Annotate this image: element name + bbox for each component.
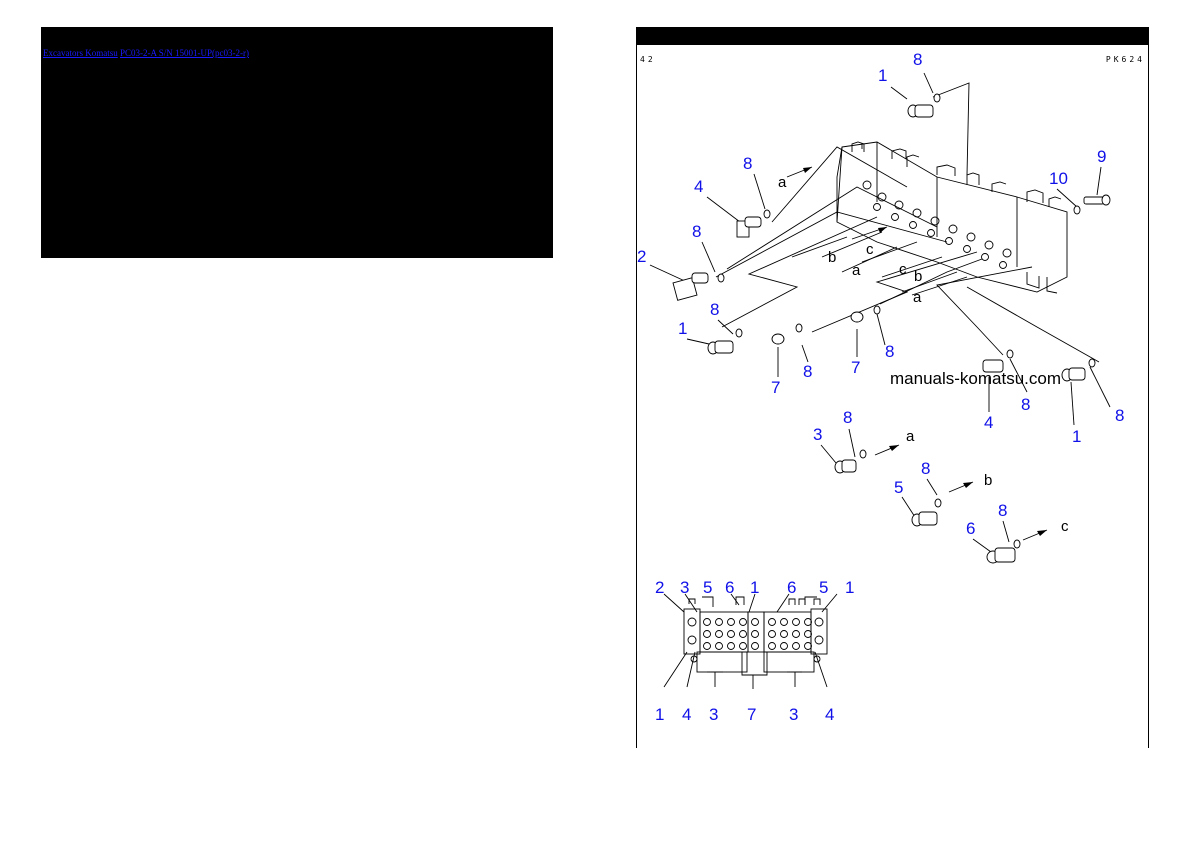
svg-text:a: a <box>852 262 861 279</box>
callout-7: 7 <box>851 358 860 377</box>
callout-8-top: 8 <box>913 50 922 69</box>
callout-6: 6 <box>966 519 975 538</box>
breadcrumb-link-category[interactable]: Excavators Komatsu <box>43 48 118 58</box>
svg-text:2: 2 <box>655 578 664 597</box>
svg-text:b: b <box>828 249 836 266</box>
fitting-1-icon <box>1061 367 1086 382</box>
svg-text:3: 3 <box>680 578 689 597</box>
callout-8: 8 <box>1115 406 1124 425</box>
callout-9: 9 <box>1097 147 1106 166</box>
fitting-1-icon <box>707 340 734 355</box>
svg-text:b: b <box>984 472 992 489</box>
callout-8: 8 <box>921 459 930 478</box>
oring-8-icon <box>1013 539 1021 549</box>
fitting-5-icon <box>911 511 938 527</box>
callout-1-top: 1 <box>878 66 887 85</box>
svg-text:a: a <box>913 289 922 306</box>
oring-8-icon <box>873 305 881 315</box>
svg-text:1: 1 <box>845 578 854 597</box>
svg-text:7: 7 <box>747 705 756 724</box>
oring-8-icon <box>859 449 867 459</box>
parts-diagram-frame: 42 PK624 <box>636 27 1149 748</box>
elbow-4-icon <box>736 216 762 238</box>
oring-8-icon <box>763 209 771 219</box>
breadcrumb: Excavators Komatsu PC03-2-A S/N 15001-UP… <box>43 48 249 58</box>
washer-10-icon <box>1073 205 1081 215</box>
fitting-3-icon <box>834 459 857 474</box>
callout-2: 2 <box>637 247 646 266</box>
header-panel: Excavators Komatsu PC03-2-A S/N 15001-UP… <box>41 27 553 258</box>
elbow-4-icon <box>982 359 1004 373</box>
svg-text:1: 1 <box>750 578 759 597</box>
svg-text:b: b <box>914 268 922 285</box>
oring-8-icon <box>717 273 725 283</box>
oring-8-icon <box>735 328 743 338</box>
callout-4: 4 <box>694 177 703 196</box>
plug-7-icon <box>771 333 785 345</box>
callout-8: 8 <box>843 408 852 427</box>
callout-3: 3 <box>813 425 822 444</box>
exploded-parts-drawing: 1 8 9 10 8 4 8 2 8 1 7 8 7 8 8 4 8 1 8 3… <box>637 50 1124 724</box>
svg-text:a: a <box>778 174 787 191</box>
svg-text:c: c <box>866 241 874 258</box>
svg-text:3: 3 <box>789 705 798 724</box>
callout-labels: 1 8 9 10 8 4 8 2 8 1 7 8 7 8 8 4 8 1 8 3… <box>637 50 1124 724</box>
fitting-1-top-icon <box>907 104 934 118</box>
callout-8: 8 <box>998 501 1007 520</box>
callout-8: 8 <box>743 154 752 173</box>
callout-10: 10 <box>1049 169 1068 188</box>
watermark: manuals-komatsu.com <box>890 369 1061 388</box>
valve-top-view-inset-icon <box>663 593 838 689</box>
figure-code: PK624 <box>1105 55 1145 64</box>
elbow-2-icon <box>672 272 709 301</box>
diagram-title-bar <box>637 27 1148 45</box>
svg-text:1: 1 <box>655 705 664 724</box>
oring-8-icon <box>934 498 942 508</box>
callout-1: 1 <box>678 319 687 338</box>
callout-8: 8 <box>710 300 719 319</box>
svg-text:a: a <box>906 428 915 445</box>
svg-text:4: 4 <box>825 705 834 724</box>
callout-7: 7 <box>771 378 780 397</box>
svg-text:6: 6 <box>725 578 734 597</box>
svg-text:c: c <box>899 261 907 278</box>
plug-7-icon <box>850 311 864 323</box>
callout-4: 4 <box>984 413 993 432</box>
callout-8: 8 <box>803 362 812 381</box>
svg-text:5: 5 <box>819 578 828 597</box>
callout-5: 5 <box>894 478 903 497</box>
bolt-9-icon <box>1083 194 1111 206</box>
breadcrumb-link-model[interactable]: PC03-2-A S/N 15001-UP(pc03-2-r) <box>119 48 249 58</box>
control-valve-body-icon <box>836 141 1068 294</box>
svg-text:c: c <box>1061 518 1069 535</box>
oring-8-icon <box>1088 358 1096 368</box>
fitting-6-icon <box>986 547 1016 564</box>
svg-text:5: 5 <box>703 578 712 597</box>
svg-text:3: 3 <box>709 705 718 724</box>
page-number: 42 <box>640 55 656 64</box>
flow-letter-labels: a b c a c b a a b c <box>778 174 1069 535</box>
callout-1: 1 <box>1072 427 1081 446</box>
callout-8: 8 <box>692 222 701 241</box>
oring-8-icon <box>1006 349 1014 359</box>
oring-8-icon <box>795 323 803 333</box>
oring-8-icon <box>933 93 941 103</box>
svg-text:6: 6 <box>787 578 796 597</box>
callout-8: 8 <box>1021 395 1030 414</box>
callout-8: 8 <box>885 342 894 361</box>
svg-text:4: 4 <box>682 705 691 724</box>
